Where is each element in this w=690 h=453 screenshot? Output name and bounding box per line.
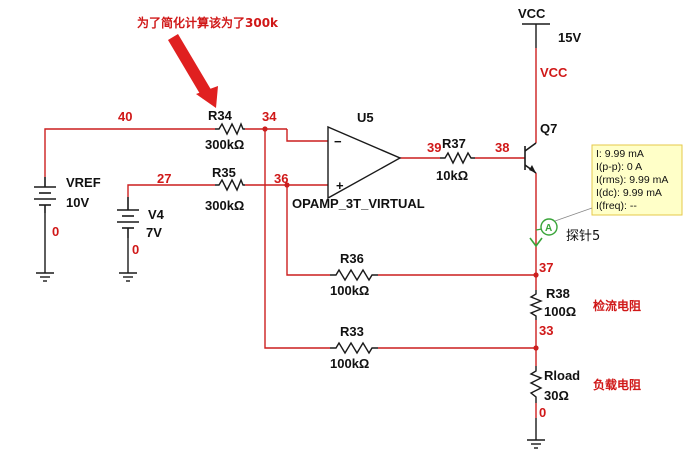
vref-name: VREF — [66, 175, 101, 190]
node-38: 38 — [495, 140, 509, 155]
node-40: 40 — [118, 109, 132, 124]
opamp-model: OPAMP_3T_VIRTUAL — [292, 196, 425, 211]
resistor-r37[interactable] — [440, 151, 475, 165]
node-0-vref: 0 — [52, 224, 59, 239]
vcc-value: 15V — [558, 30, 581, 45]
r33-value: 100kΩ — [330, 356, 369, 371]
probe-name: 探针5 — [566, 229, 600, 244]
opamp-minus: − — [334, 134, 342, 149]
r35-value: 300kΩ — [205, 198, 244, 213]
vcc-net-label: VCC — [540, 65, 568, 80]
junctions — [262, 126, 539, 351]
probe-reading-ipp: I(p-p): 0 A — [596, 161, 642, 173]
r37-value: 10kΩ — [436, 168, 468, 183]
wires-red — [44, 48, 537, 418]
node-27: 27 — [157, 171, 171, 186]
resistor-r36[interactable] — [330, 268, 378, 282]
node-0-v4: 0 — [132, 242, 139, 257]
r36-name: R36 — [340, 251, 364, 266]
ground-vref — [36, 272, 54, 282]
opamp-u5[interactable]: − + — [327, 125, 402, 200]
battery-v4[interactable] — [117, 197, 139, 238]
wires-ground — [44, 213, 537, 440]
resistor-r38[interactable] — [529, 290, 543, 320]
probe-reading-irms: I(rms): 9.99 mA — [596, 174, 668, 186]
note-load-resistor: 负载电阻 — [593, 377, 641, 392]
probe-box[interactable]: I: 9.99 mA I(p-p): 0 A I(rms): 9.99 mA I… — [591, 144, 683, 216]
node-33: 33 — [539, 323, 553, 338]
probe-reading-ifreq: I(freq): -- — [596, 200, 637, 212]
node-37: 37 — [539, 260, 553, 275]
rload-value: 30Ω — [544, 388, 569, 403]
resistor-r35[interactable] — [215, 178, 245, 192]
annotation-arrow — [168, 34, 218, 108]
v4-value: 7V — [146, 225, 162, 240]
resistor-r34[interactable] — [215, 122, 245, 136]
node-0-load: 0 — [539, 405, 546, 420]
resistor-r33[interactable] — [330, 341, 378, 355]
transistor-q7[interactable] — [524, 142, 537, 174]
opamp-ref: U5 — [357, 110, 374, 125]
annotation-text: 为了简化计算该为了300k — [137, 15, 279, 30]
note-sense-resistor: 检流电阻 — [593, 298, 641, 313]
probe-reading-idc: I(dc): 9.99 mA — [596, 187, 662, 199]
r34-value: 300kΩ — [205, 137, 244, 152]
node-36: 36 — [274, 171, 288, 186]
probe-marker[interactable]: A — [529, 207, 593, 248]
vcc-name: VCC — [518, 6, 546, 21]
resistor-rload[interactable] — [529, 366, 543, 403]
v4-name: V4 — [148, 207, 165, 222]
ground-v4 — [119, 272, 137, 282]
r35-name: R35 — [212, 165, 236, 180]
probe-reading-i: I: 9.99 mA — [596, 148, 644, 160]
node-39: 39 — [427, 140, 441, 155]
probe-marker-letter: A — [545, 223, 552, 234]
r37-name: R37 — [442, 136, 466, 151]
r38-name: R38 — [546, 286, 570, 301]
vcc-supply-symbol — [522, 23, 550, 48]
r33-name: R33 — [340, 324, 364, 339]
r38-value: 100Ω — [544, 304, 576, 319]
rload-name: Rload — [544, 368, 580, 383]
r34-name: R34 — [208, 108, 233, 123]
q7-name: Q7 — [540, 121, 557, 136]
opamp-plus: + — [336, 178, 344, 193]
r36-value: 100kΩ — [330, 283, 369, 298]
battery-vref[interactable] — [34, 177, 56, 213]
node-34: 34 — [262, 109, 277, 124]
ground-load — [527, 439, 545, 449]
vref-value: 10V — [66, 195, 89, 210]
